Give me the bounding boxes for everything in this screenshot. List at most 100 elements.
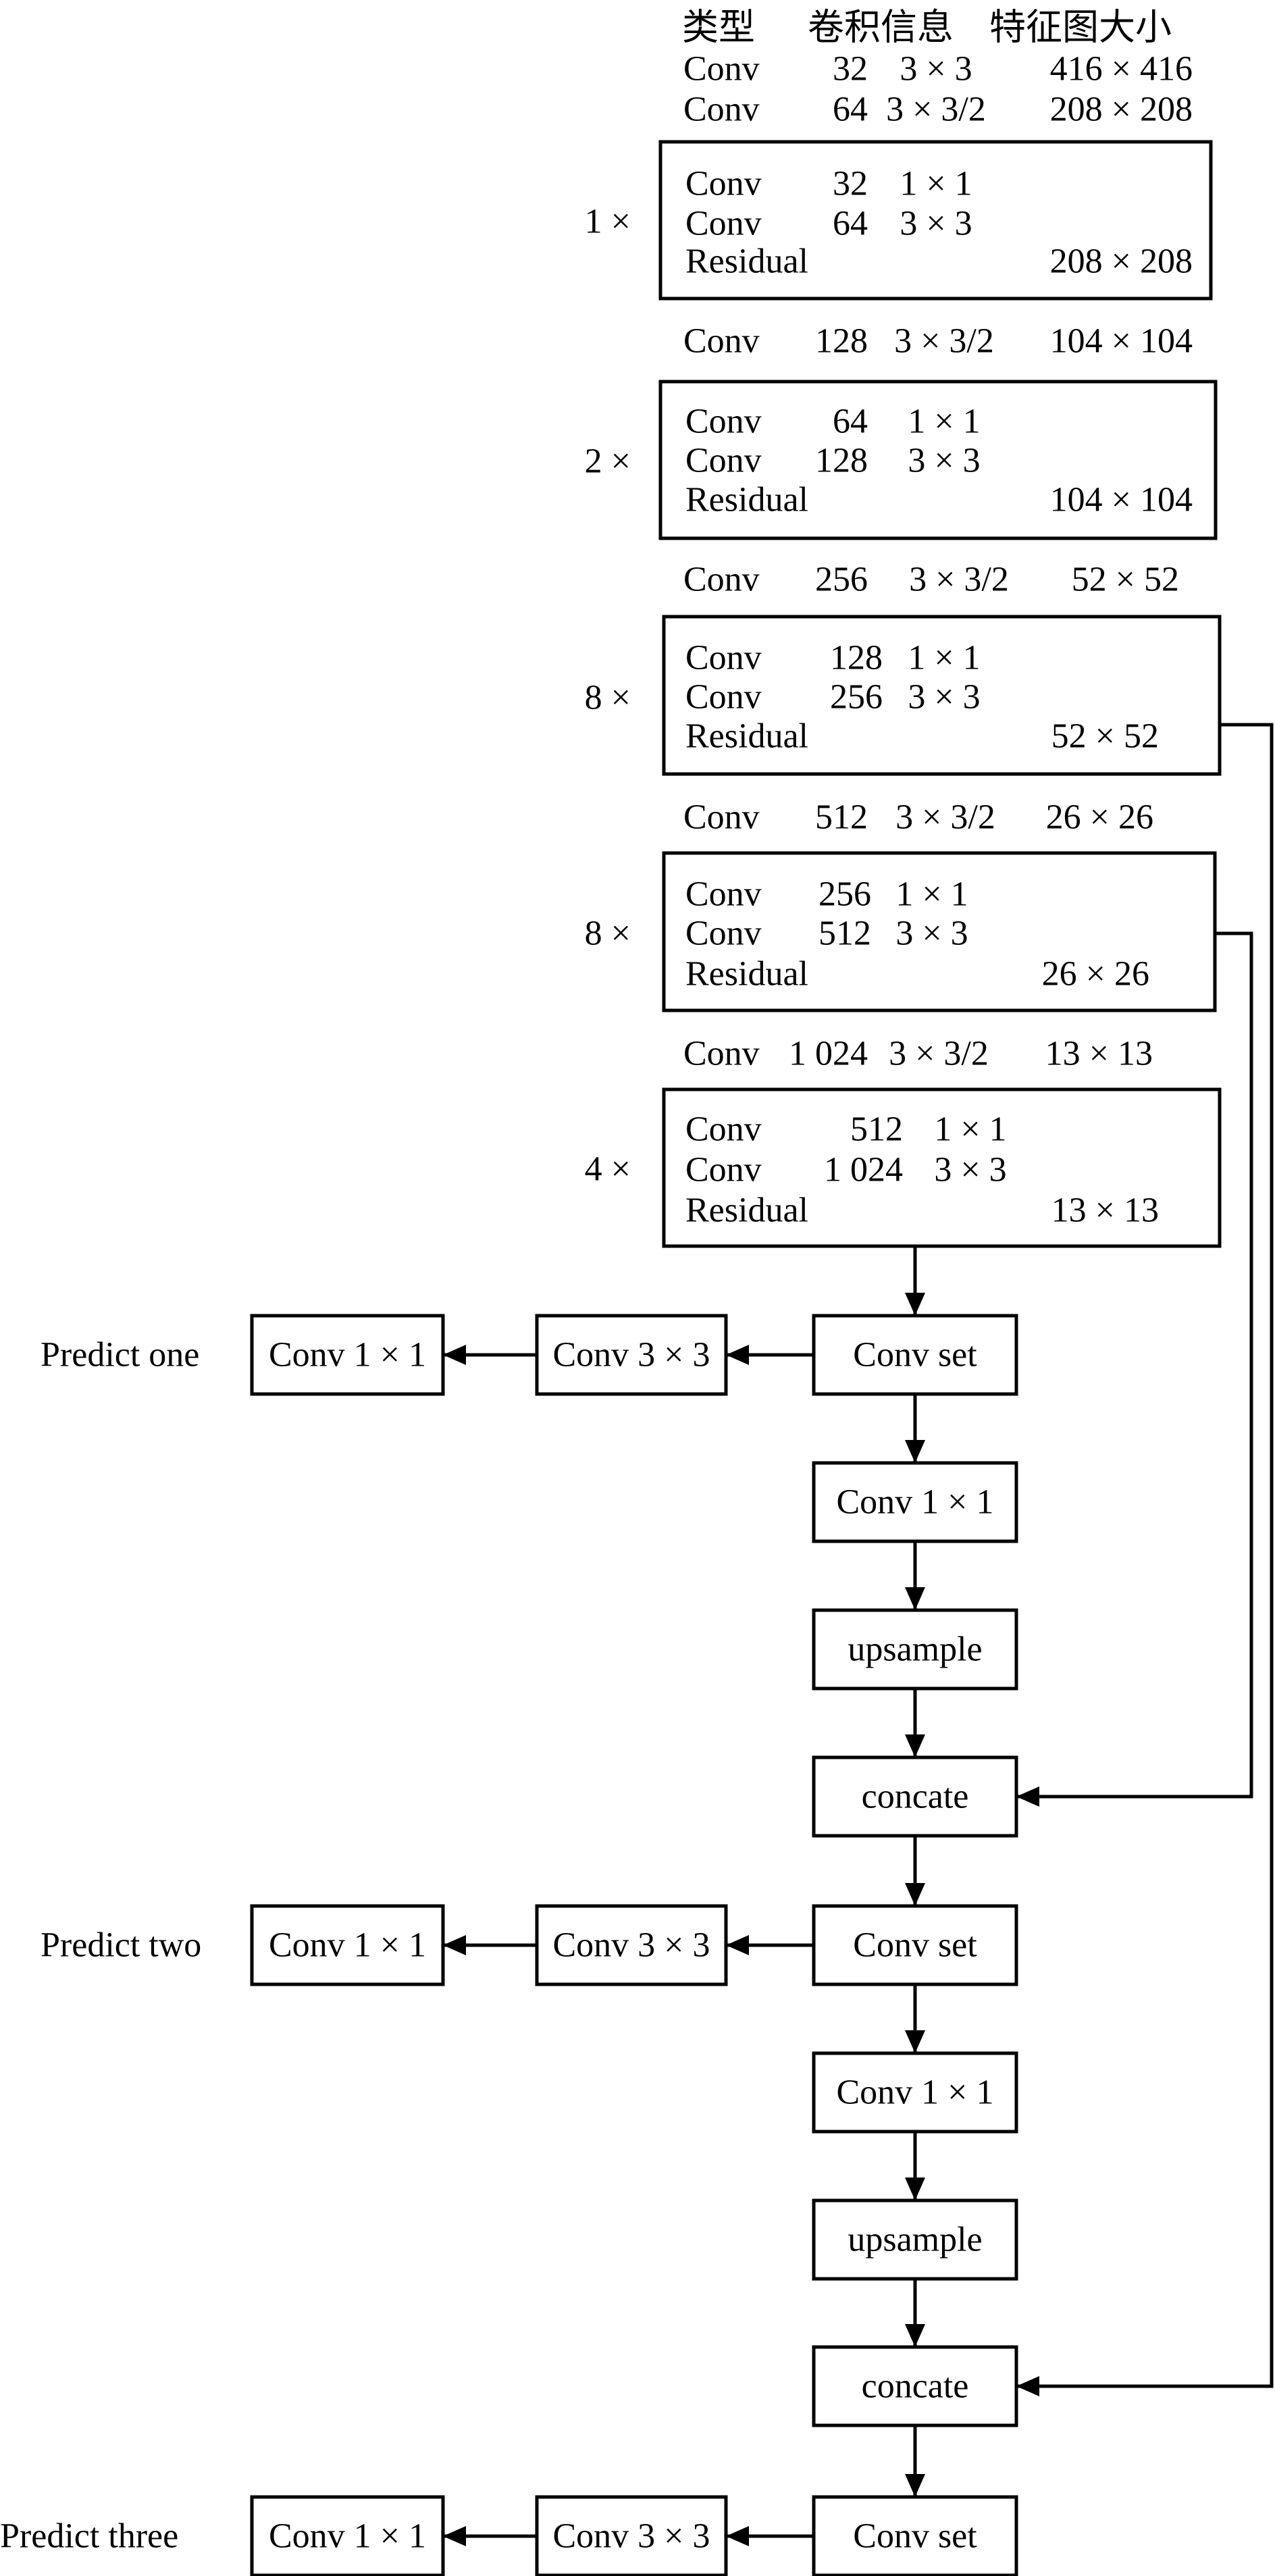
block-1-row-1-type: Conv bbox=[685, 442, 762, 480]
block-3-row-0-type: Conv bbox=[685, 875, 762, 914]
block-3-row-1-type: Conv bbox=[685, 915, 762, 953]
arrowhead-skip-52x52 bbox=[1016, 2376, 1039, 2396]
arrowhead-down-0-0 bbox=[905, 1440, 925, 1463]
downsample-row-3-size: 13 × 13 bbox=[1045, 1035, 1153, 1073]
arrowhead-down-0-3 bbox=[905, 1883, 925, 1906]
downsample-row-1-size: 52 × 52 bbox=[1072, 561, 1179, 599]
block-0-row-2-size: 208 × 208 bbox=[1050, 242, 1193, 281]
header-conv-info: 卷积信息 bbox=[808, 6, 954, 49]
repeat-count-0: 1 × bbox=[585, 203, 631, 241]
conv-set-3 bbox=[812, 2495, 1018, 2576]
block-4-row-0-filters: 512 bbox=[850, 1110, 903, 1149]
block-3-row-1-filters: 512 bbox=[818, 915, 871, 953]
upsample-2-label: upsample bbox=[848, 2221, 982, 2259]
header-feature-size: 特征图大小 bbox=[989, 6, 1172, 49]
predict-conv1x1-2-label: Conv 1 × 1 bbox=[269, 1926, 426, 1965]
block-3-row-2-size: 26 × 26 bbox=[1042, 955, 1149, 994]
block-2-row-1-type: Conv bbox=[685, 678, 762, 717]
block-2-row-0-filters: 128 bbox=[830, 639, 883, 677]
block-4-row-0-type: Conv bbox=[685, 1110, 762, 1149]
residual-block-3 bbox=[662, 851, 1217, 1012]
conv-set-2-label: Conv set bbox=[853, 1926, 977, 1965]
arrowhead-branch-b-2 bbox=[443, 2526, 466, 2546]
neck-conv1x1-1 bbox=[812, 1461, 1018, 1543]
block-2-row-1-kernel: 3 × 3 bbox=[908, 678, 980, 717]
arrowhead-branch-a-0 bbox=[726, 1345, 749, 1365]
downsample-row-1-kernel: 3 × 3/2 bbox=[909, 561, 1009, 599]
upsample-2 bbox=[812, 2198, 1018, 2281]
predict-conv3x3-1 bbox=[535, 1314, 728, 1396]
concate-2-label: concate bbox=[862, 2367, 969, 2406]
block-0-row-1-filters: 64 bbox=[833, 205, 868, 243]
block-0-row-1-kernel: 3 × 3 bbox=[900, 205, 972, 243]
stem-row-0-kernel: 3 × 3 bbox=[900, 50, 972, 88]
predict-label-2: Predict two bbox=[41, 1926, 201, 1965]
block-0-row-1-type: Conv bbox=[685, 205, 762, 243]
predict-conv3x3-3 bbox=[535, 2495, 728, 2576]
stem-row-1-filters: 64 bbox=[833, 91, 868, 129]
predict-conv1x1-1-label: Conv 1 × 1 bbox=[269, 1336, 426, 1374]
block-2-row-1-filters: 256 bbox=[830, 678, 883, 717]
stem-row-0-filters: 32 bbox=[833, 50, 868, 88]
arrowhead-branch-a-1 bbox=[726, 1935, 749, 1955]
block-1-row-1-filters: 128 bbox=[815, 442, 868, 480]
stem-row-0-type: Conv bbox=[683, 50, 760, 88]
predict-conv3x3-3-label: Conv 3 × 3 bbox=[552, 2517, 710, 2556]
block-3-row-0-filters: 256 bbox=[818, 875, 871, 914]
conv-set-1-label: Conv set bbox=[853, 1336, 977, 1374]
downsample-row-3-filters: 1 024 bbox=[789, 1035, 868, 1073]
predict-conv1x1-1 bbox=[250, 1314, 445, 1396]
predict-conv3x3-2-label: Conv 3 × 3 bbox=[552, 1926, 710, 1965]
arrowhead-down-1-3 bbox=[905, 2474, 925, 2497]
arrowhead-branch-b-0 bbox=[443, 1345, 466, 1365]
stem-row-0-size: 416 × 416 bbox=[1050, 50, 1193, 88]
block-3-row-0-kernel: 1 × 1 bbox=[895, 875, 968, 914]
residual-block-2 bbox=[662, 615, 1222, 776]
block-2-row-0-type: Conv bbox=[685, 639, 762, 677]
conv-set-3-label: Conv set bbox=[853, 2517, 977, 2556]
downsample-row-1-type: Conv bbox=[683, 561, 760, 599]
block-4-row-2-type: Residual bbox=[685, 1191, 808, 1230]
downsample-row-2-kernel: 3 × 3/2 bbox=[895, 798, 995, 837]
block-4-row-0-kernel: 1 × 1 bbox=[934, 1110, 1006, 1149]
arrowhead-branch-b-1 bbox=[443, 1935, 466, 1955]
arrowhead-down-0-2 bbox=[905, 1734, 925, 1757]
residual-block-0 bbox=[658, 140, 1213, 301]
neck-conv1x1-2-label: Conv 1 × 1 bbox=[836, 2073, 993, 2112]
block-2-row-2-size: 52 × 52 bbox=[1051, 717, 1159, 756]
skip-connection-52x52 bbox=[1016, 723, 1274, 2388]
downsample-row-0-kernel: 3 × 3/2 bbox=[894, 322, 994, 361]
predict-conv3x3-2 bbox=[535, 1904, 728, 1986]
block-0-row-0-type: Conv bbox=[685, 165, 762, 203]
conv-set-1 bbox=[812, 1314, 1018, 1396]
downsample-row-0-size: 104 × 104 bbox=[1050, 322, 1193, 361]
downsample-row-2-filters: 512 bbox=[815, 798, 868, 837]
residual-block-1 bbox=[658, 380, 1218, 540]
block-1-row-0-filters: 64 bbox=[833, 403, 868, 441]
stem-row-1-type: Conv bbox=[683, 91, 760, 129]
downsample-row-1-filters: 256 bbox=[815, 561, 868, 599]
neck-conv1x1-2 bbox=[812, 2051, 1018, 2134]
predict-conv1x1-3 bbox=[250, 2495, 445, 2576]
repeat-count-4: 4 × bbox=[585, 1150, 631, 1189]
block-1-row-2-size: 104 × 104 bbox=[1050, 481, 1193, 519]
arrowhead-down-1-2 bbox=[905, 2324, 925, 2347]
repeat-count-1: 2 × bbox=[585, 442, 631, 481]
block-1-row-0-kernel: 1 × 1 bbox=[908, 403, 980, 441]
predict-conv1x1-2 bbox=[250, 1904, 445, 1986]
concate-1-label: concate bbox=[862, 1778, 969, 1816]
block-1-row-0-type: Conv bbox=[685, 403, 762, 441]
block-2-row-0-kernel: 1 × 1 bbox=[908, 639, 980, 677]
predict-conv1x1-3-label: Conv 1 × 1 bbox=[269, 2517, 426, 2556]
neck-conv1x1-1-label: Conv 1 × 1 bbox=[836, 1483, 993, 1522]
arrowhead-down-1-0 bbox=[905, 2030, 925, 2053]
repeat-count-2: 8 × bbox=[585, 679, 631, 717]
block-4-row-1-filters: 1 024 bbox=[824, 1151, 903, 1189]
downsample-row-0-type: Conv bbox=[683, 322, 760, 361]
block-1-row-2-type: Residual bbox=[685, 481, 808, 519]
block-4-row-2-size: 13 × 13 bbox=[1051, 1191, 1159, 1230]
stem-row-1-size: 208 × 208 bbox=[1050, 91, 1193, 129]
block-3-row-2-type: Residual bbox=[685, 955, 808, 994]
block-0-row-0-filters: 32 bbox=[833, 165, 868, 203]
